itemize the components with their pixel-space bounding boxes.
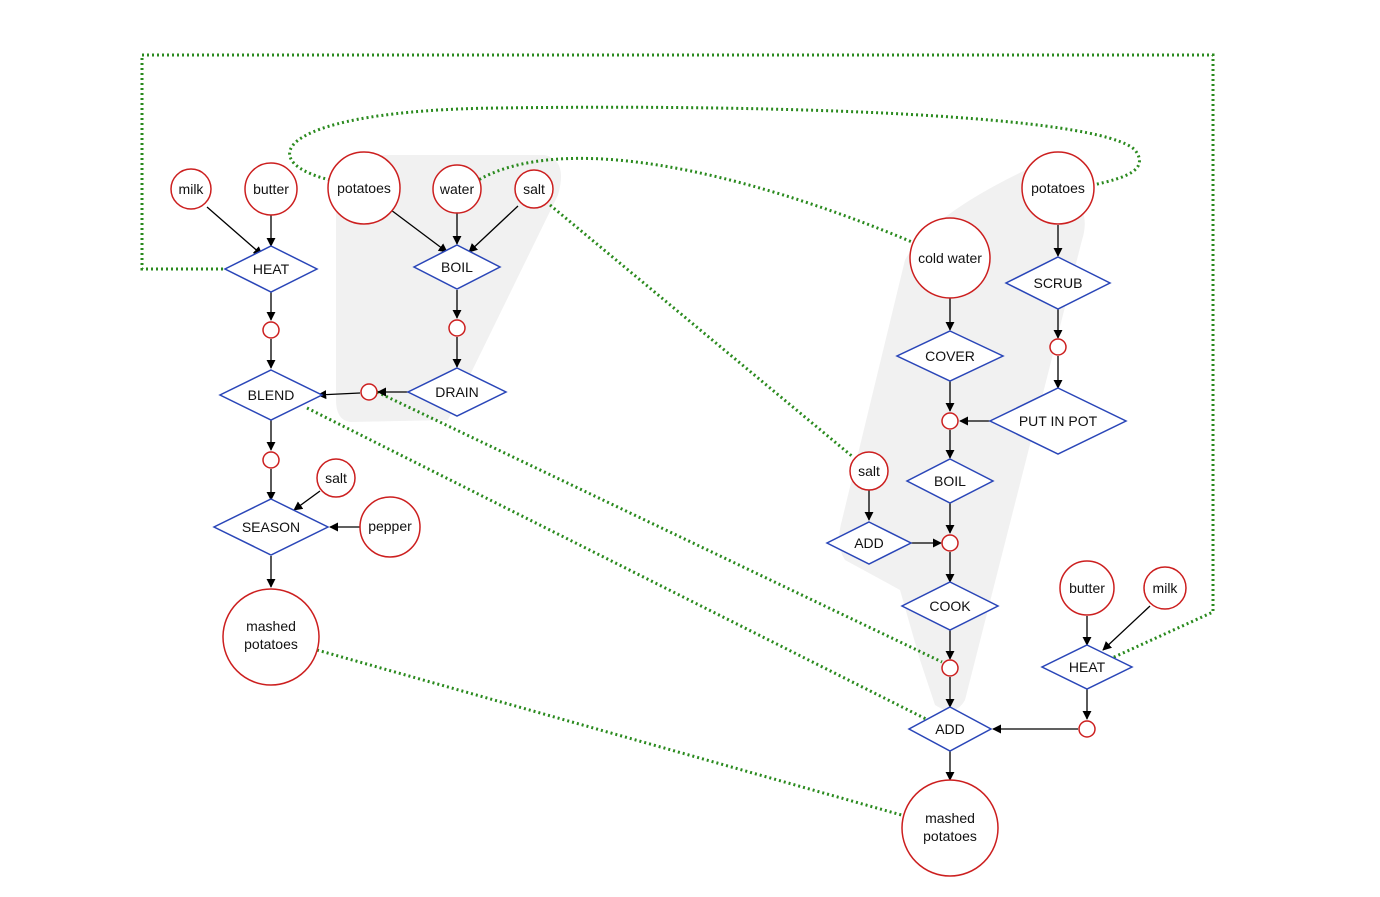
svg-text:potatoes: potatoes (1031, 180, 1085, 196)
svg-text:milk: milk (179, 181, 205, 197)
svg-text:HEAT: HEAT (1069, 659, 1106, 675)
svg-text:water: water (439, 181, 475, 197)
svg-text:salt: salt (523, 181, 545, 197)
svg-text:COOK: COOK (929, 598, 971, 614)
action-season: SEASON (212, 498, 330, 556)
ingredient-water: water (432, 164, 482, 214)
state-node (941, 534, 959, 552)
svg-text:potatoes: potatoes (337, 180, 391, 196)
link-drain-cook (376, 390, 943, 664)
svg-text:milk: milk (1153, 580, 1179, 596)
ingredient-potatoes: potatoes (1021, 151, 1095, 225)
ingredient-pepper: pepper (359, 496, 421, 558)
action-boil: BOIL (905, 458, 995, 504)
action-cook: COOK (900, 581, 1000, 631)
result-mashed-potatoes: mashed potatoes (222, 588, 320, 686)
svg-text:cold water: cold water (918, 250, 982, 266)
ingredient-butter: butter (244, 162, 298, 216)
svg-text:salt: salt (325, 470, 347, 486)
right-recipe: potatoes SCRUB cold water COVER PUT IN P… (825, 151, 1187, 877)
ingredient-salt-season: salt (316, 458, 356, 498)
action-blend: BLEND (218, 369, 324, 421)
svg-text:SEASON: SEASON (242, 519, 300, 535)
action-cover: COVER (895, 330, 1005, 382)
svg-text:BLEND: BLEND (248, 387, 295, 403)
state-node (1078, 720, 1096, 738)
svg-text:DRAIN: DRAIN (435, 384, 479, 400)
action-drain: DRAIN (406, 367, 508, 417)
svg-text:pepper: pepper (368, 518, 412, 534)
state-node (448, 319, 466, 337)
state-node (262, 451, 280, 469)
ingredient-butter: butter (1059, 560, 1115, 616)
ingredient-salt: salt (514, 169, 554, 209)
svg-text:HEAT: HEAT (253, 261, 290, 277)
action-heat: HEAT (1040, 644, 1134, 690)
state-node (360, 383, 378, 401)
action-heat: HEAT (223, 245, 319, 293)
link-water-coldwater (474, 156, 913, 244)
svg-text:butter: butter (253, 181, 289, 197)
svg-text:PUT IN POT: PUT IN POT (1019, 413, 1098, 429)
left-recipe: milk butter HEAT potatoes water salt BOI… (170, 151, 554, 686)
svg-text:mashed: mashed (246, 618, 296, 634)
link-salt-salt (549, 203, 854, 459)
result-mashed-potatoes: mashed potatoes (901, 779, 999, 877)
action-scrub: SCRUB (1004, 256, 1112, 310)
svg-text:BOIL: BOIL (934, 473, 966, 489)
state-node (1049, 338, 1067, 356)
action-boil: BOIL (412, 244, 502, 290)
state-node (262, 321, 280, 339)
svg-text:ADD: ADD (935, 721, 965, 737)
flow-edges (206, 205, 1151, 781)
svg-text:salt: salt (858, 463, 880, 479)
action-put-in-pot: PUT IN POT (988, 387, 1128, 455)
svg-text:COVER: COVER (925, 348, 975, 364)
highlight-region-left (336, 152, 562, 422)
svg-text:mashed: mashed (925, 810, 975, 826)
state-node (941, 659, 959, 677)
svg-text:potatoes: potatoes (244, 636, 298, 652)
ingredient-salt: salt (849, 451, 889, 491)
ingredient-potatoes: potatoes (327, 151, 401, 225)
alignment-links (140, 53, 1215, 818)
ingredient-cold-water: cold water (909, 217, 991, 299)
action-add-final: ADD (907, 706, 993, 752)
svg-text:SCRUB: SCRUB (1033, 275, 1082, 291)
svg-text:BOIL: BOIL (441, 259, 473, 275)
state-nodes (262, 319, 1096, 738)
state-node (941, 412, 959, 430)
svg-text:potatoes: potatoes (923, 828, 977, 844)
highlight-region-right (839, 168, 1085, 711)
ingredient-milk: milk (1143, 566, 1187, 610)
link-heat-heat (140, 53, 1215, 660)
svg-text:butter: butter (1069, 580, 1105, 596)
svg-text:ADD: ADD (854, 535, 884, 551)
link-blend-add (306, 406, 929, 722)
action-add-salt: ADD (825, 521, 913, 565)
ingredient-milk: milk (170, 168, 212, 210)
link-mashed-mashed (316, 648, 906, 818)
